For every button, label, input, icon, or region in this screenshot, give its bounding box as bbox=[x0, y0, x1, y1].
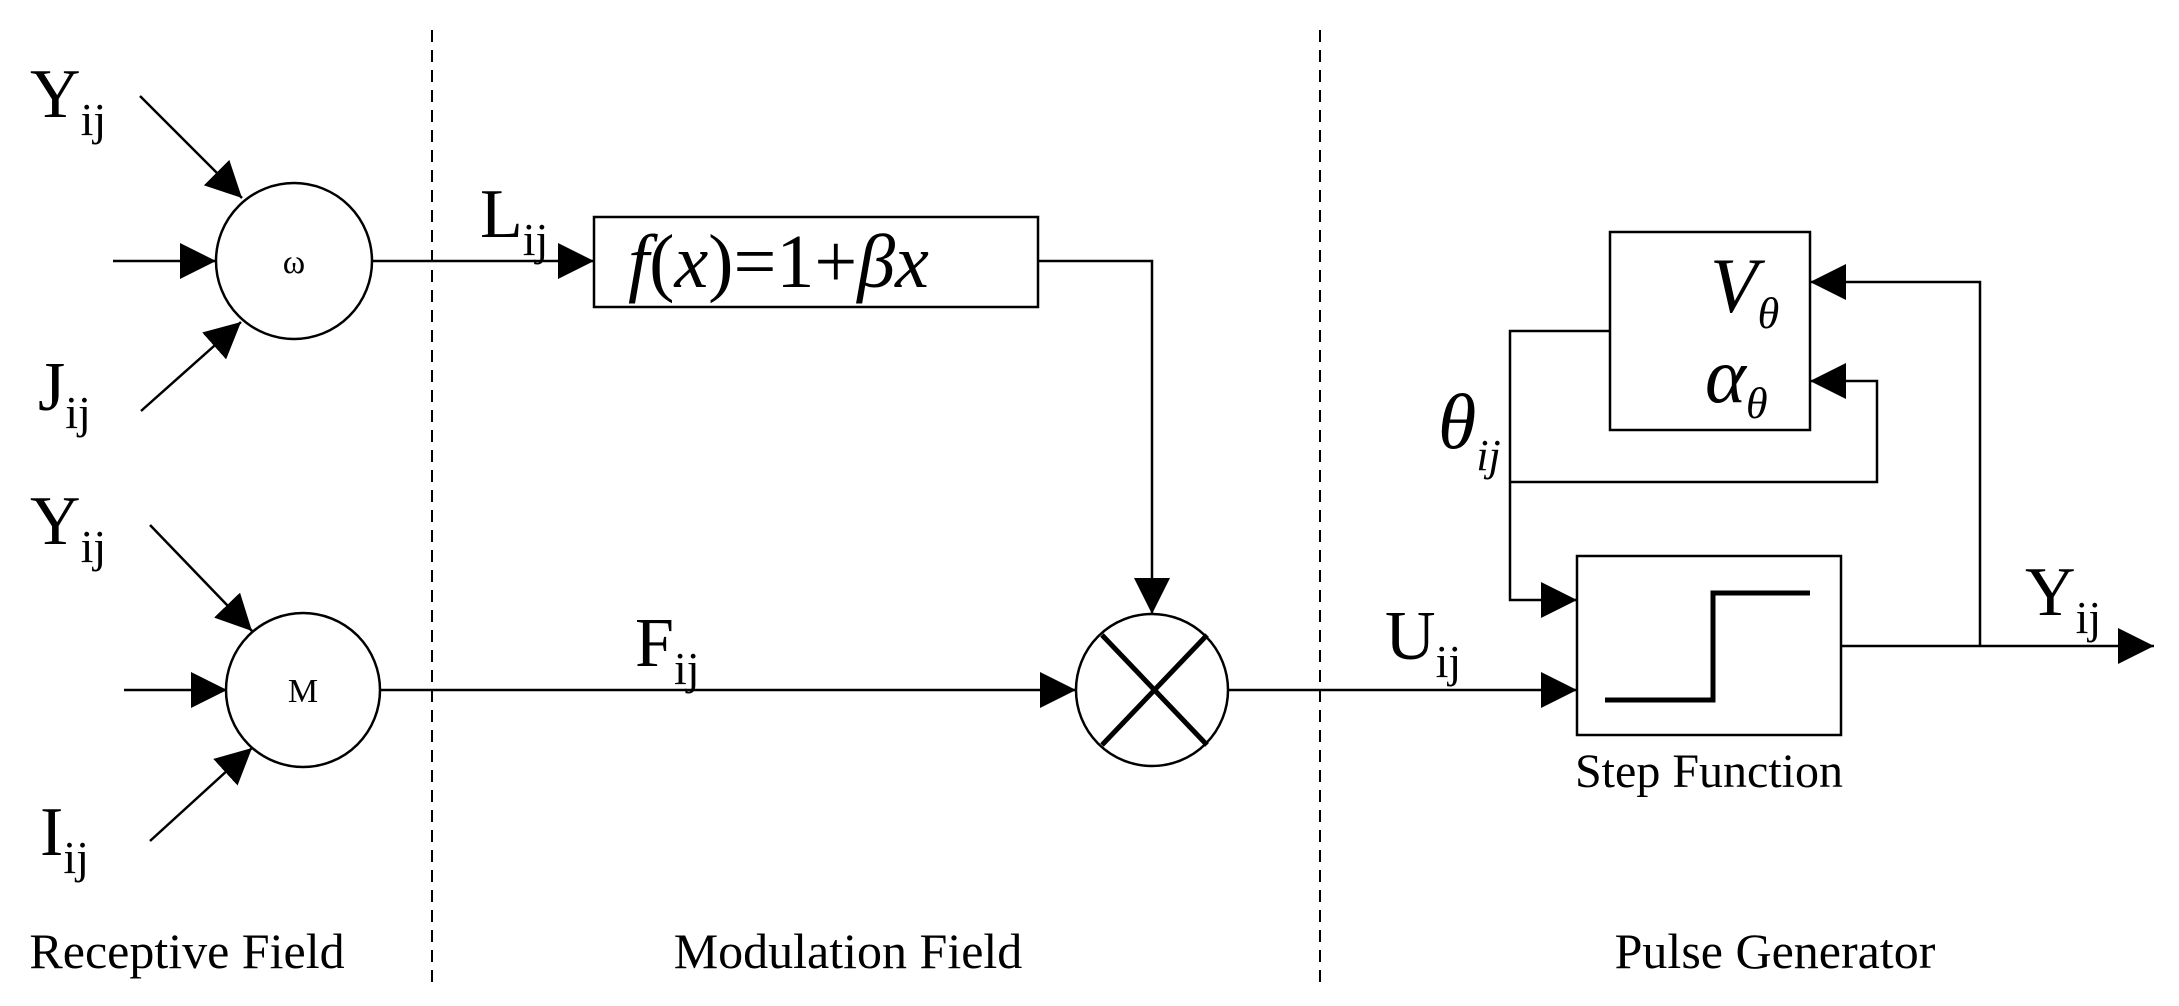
step-function-label: Step Function bbox=[1575, 745, 1843, 798]
top-feedback-arrow bbox=[139, 95, 243, 199]
modulated-linking-path bbox=[1038, 259, 1170, 614]
threshold-output-path bbox=[1508, 329, 1610, 618]
internal-activity-label: Uij bbox=[1385, 598, 1461, 687]
threshold-v-theta: Vθ bbox=[1710, 242, 1779, 338]
feeding-input-arrow bbox=[149, 747, 253, 842]
step-function-curve bbox=[1605, 590, 1810, 703]
feeding-weight-symbol: M bbox=[288, 673, 318, 710]
feeding-signal-label: Fij bbox=[635, 605, 700, 694]
threshold-alpha-theta: αθ bbox=[1705, 332, 1768, 428]
modulation-function-formula: f(x)=1+βx bbox=[628, 220, 929, 304]
multiplier-cross-b bbox=[1100, 633, 1209, 747]
output-feedback-path bbox=[1810, 264, 1982, 646]
threshold-decay-feedback-path bbox=[1510, 363, 1879, 484]
section-modulation-field: Modulation Field bbox=[674, 923, 1023, 979]
section-receptive-field: Receptive Field bbox=[29, 923, 344, 979]
bottom-feedback-label: Yij bbox=[30, 483, 106, 572]
section-pulse-generator: Pulse Generator bbox=[1615, 923, 1936, 979]
linking-signal-label: Lij bbox=[480, 176, 548, 265]
linking-weight-symbol: ω bbox=[283, 244, 305, 281]
feeding-input-label: Iij bbox=[40, 794, 89, 883]
step-function-box bbox=[1575, 554, 1843, 737]
threshold-signal-label: θij bbox=[1438, 378, 1501, 480]
bottom-feedback-arrow bbox=[149, 524, 253, 632]
output-signal-label: Yij bbox=[2025, 554, 2101, 643]
linking-input-label: Jij bbox=[38, 349, 91, 438]
linking-input-arrow bbox=[140, 321, 242, 412]
top-feedback-label: Yij bbox=[30, 56, 106, 145]
